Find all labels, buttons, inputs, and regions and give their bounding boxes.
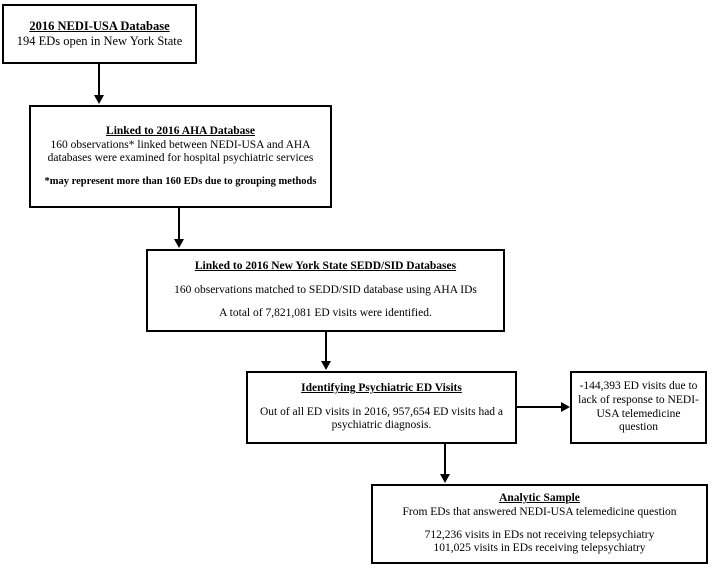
node-title-analytic: Analytic Sample	[499, 491, 580, 504]
node-title-aha: Linked to 2016 AHA Database	[106, 125, 255, 138]
flow-node-identifying-psychiatric-ed-visits: Identifying Psychiatric ED Visits Out of…	[246, 371, 517, 444]
node-text-sedd-line2: A total of 7,821,081 ED visits were iden…	[219, 307, 432, 320]
arrow-head-right-icon	[561, 402, 570, 412]
arrow-shaft	[444, 444, 446, 474]
arrow-psych-to-analytic	[436, 444, 454, 483]
arrow-head-down-icon	[440, 474, 450, 483]
arrow-head-down-icon	[174, 239, 184, 248]
arrow-psych-to-excluded	[517, 398, 570, 416]
arrow-shaft	[98, 64, 100, 95]
arrow-nedi-to-aha	[90, 64, 108, 104]
node-text-sedd-line1: 160 observations matched to SEDD/SID dat…	[174, 283, 477, 296]
arrow-shaft	[325, 332, 327, 361]
node-text-psych-line1: Out of all ED visits in 2016, 957,654 ED…	[259, 405, 504, 432]
flow-node-sedd-sid-databases: Linked to 2016 New York State SEDD/SID D…	[146, 249, 505, 332]
flow-node-aha-database: Linked to 2016 AHA Database 160 observat…	[29, 105, 332, 208]
arrow-shaft	[517, 406, 562, 408]
flow-node-analytic-sample: Analytic Sample From EDs that answered N…	[371, 484, 708, 564]
node-footnote-aha: *may represent more than 160 EDs due to …	[44, 175, 317, 187]
node-text-nedi-line1: 194 EDs open in New York State	[16, 34, 183, 48]
node-text-excluded-line1: -144,393 ED visits due to lack of respon…	[578, 380, 699, 434]
node-text-aha-line1: 160 observations* linked between NEDI-US…	[47, 138, 314, 165]
arrow-sedd-to-psych	[317, 332, 335, 370]
node-text-analytic-line2: 712,236 visits in EDs not receiving tele…	[424, 528, 655, 541]
arrow-head-down-icon	[94, 95, 104, 104]
node-title-psych: Identifying Psychiatric ED Visits	[301, 382, 462, 395]
arrow-aha-to-sedd	[170, 208, 188, 248]
arrow-head-down-icon	[321, 361, 331, 370]
arrow-shaft	[178, 208, 180, 239]
flow-node-excluded-visits: -144,393 ED visits due to lack of respon…	[570, 371, 707, 444]
node-title-nedi: 2016 NEDI-USA Database	[29, 19, 170, 34]
node-text-analytic-line3: 101,025 visits in EDs receiving telepsyc…	[433, 542, 646, 555]
node-title-sedd: Linked to 2016 New York State SEDD/SID D…	[194, 260, 457, 273]
flow-node-nedi-usa-database: 2016 NEDI-USA Database 194 EDs open in N…	[2, 4, 197, 64]
node-text-analytic-line1: From EDs that answered NEDI-USA telemedi…	[402, 505, 677, 518]
